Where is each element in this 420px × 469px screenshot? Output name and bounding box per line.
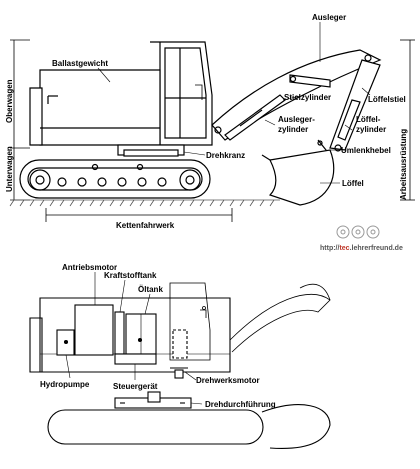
label-loeffelstiel: Löffelstiel [368, 95, 406, 104]
slew-motor-base [174, 369, 184, 379]
label-unterwagen: Unterwagen [5, 146, 14, 192]
right-dimension-line [400, 39, 415, 201]
label-kettenfahrwerk: Kettenfahrwerk [116, 221, 175, 230]
watermark-url: http://tec.lehrerfreund.de [320, 245, 403, 252]
label-drehdurchfuehrung: Drehdurchführung [205, 400, 276, 409]
label-hydropumpe: Hydropumpe [40, 380, 90, 389]
label-loeffelzylinder-1: Löffel- [356, 115, 381, 124]
cab [150, 41, 213, 146]
label-ballastgewicht: Ballastgewicht [52, 59, 108, 68]
boom-outline [229, 283, 331, 353]
bucket-cylinder [337, 99, 361, 141]
crawler-track-outline [47, 409, 264, 445]
label-ausleger: Ausleger [312, 13, 346, 22]
bucket-outline [261, 404, 331, 449]
crawler-track [19, 159, 211, 199]
bucket [261, 149, 335, 206]
gear-icon [336, 225, 380, 239]
label-kraftstofftank: Kraftstofftank [104, 271, 157, 280]
bottom-labels: Antriebsmotor Kraftstofftank Öltank Hydr… [40, 263, 276, 409]
stick-cylinder [289, 74, 331, 88]
label-arbeitsausruestung: Arbeitsausrüstung [399, 129, 408, 200]
fuel-tank-box [114, 311, 125, 355]
slew-motor-box [172, 329, 188, 359]
excavator-side-view [9, 22, 415, 222]
top-labels: Ausleger Ballastgewicht Oberwagen Unterw… [5, 13, 408, 230]
upper-body [29, 69, 161, 146]
component-layout-view [29, 272, 331, 449]
rotary-joint [114, 391, 192, 409]
cab-outline [169, 282, 211, 361]
label-steuergeraet: Steuergerät [113, 382, 158, 391]
control-unit-box [114, 353, 157, 365]
boom-cylinder [224, 94, 286, 141]
label-loeffel: Löffel [342, 179, 364, 188]
bottom-dimension-line [45, 208, 233, 222]
label-loeffelzylinder-2: zylinder [356, 125, 386, 134]
watermark: http://tec.lehrerfreund.de [320, 225, 403, 252]
ground [9, 199, 280, 207]
label-oeltank: Öltank [138, 285, 163, 294]
label-drehwerksmotor: Drehwerksmotor [196, 376, 260, 385]
label-auslegerzylinder-1: Ausleger- [278, 115, 315, 124]
turntable [117, 144, 185, 157]
leader-lines [97, 22, 371, 184]
label-antriebsmotor: Antriebsmotor [62, 263, 117, 272]
component-leader-lines [65, 272, 203, 405]
label-umlenkhebel: Umlenkhebel [341, 146, 391, 155]
label-stielzylinder: Stielzylinder [284, 93, 331, 102]
label-drehkranz: Drehkranz [206, 151, 245, 160]
drive-motor-box [74, 304, 114, 356]
label-oberwagen: Oberwagen [5, 79, 14, 123]
label-auslegerzylinder-2: zylinder [278, 125, 308, 134]
